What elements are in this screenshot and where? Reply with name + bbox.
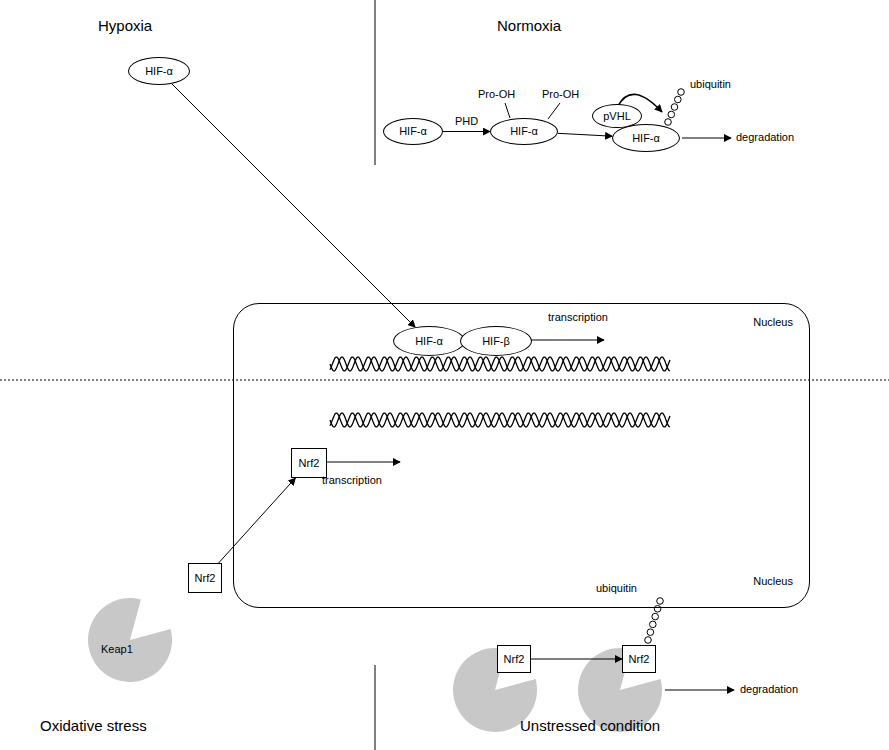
annotation-label: degradation <box>736 131 794 143</box>
ubiquitin-chain <box>645 598 664 644</box>
ubiquitin-bead <box>645 637 652 644</box>
edge-label: PHD <box>453 115 480 127</box>
leader-line <box>548 103 560 119</box>
transcription-arrow <box>531 340 604 341</box>
degradation-arrow <box>682 138 731 139</box>
node-text: HIF-α <box>415 335 443 347</box>
section-title: Unstressed condition <box>520 718 660 735</box>
node-text: HIF-α <box>632 132 660 144</box>
dna-strand <box>330 413 670 427</box>
node-text: Nucleus <box>753 575 793 587</box>
protein-box: Nrf2 <box>622 645 656 673</box>
transcription-arrow <box>327 462 400 463</box>
section-title: Oxidative stress <box>40 718 147 735</box>
dna-strand <box>330 413 670 427</box>
arrow-connector <box>443 131 490 132</box>
node-text: Keap1 <box>101 643 133 655</box>
ellipse-node: HIF-α <box>490 118 558 145</box>
divider-line <box>375 665 376 750</box>
dna-strand <box>330 357 670 371</box>
arrow-connector <box>219 478 296 563</box>
keap1-shape: Keap1 <box>87 597 173 683</box>
arrow-connector <box>531 659 622 660</box>
ellipse-node: HIF-α <box>128 57 190 85</box>
keap1-shape <box>87 597 173 683</box>
ellipse-node: HIF-β <box>460 326 532 356</box>
ellipse-node: HIF-α <box>612 124 680 152</box>
dotted-divider <box>0 380 889 381</box>
annotation-label: Pro-OH <box>478 88 515 100</box>
ubiquitin-bead <box>654 606 661 613</box>
node-text: HIF-β <box>482 335 510 347</box>
ubiquitin-bead <box>647 629 654 636</box>
ubiquitin-bead <box>675 96 682 103</box>
section-title: Normoxia <box>497 18 561 35</box>
node-text: HIF-α <box>399 125 427 137</box>
node-text: Nrf2 <box>195 572 216 584</box>
node-text: HIF-α <box>145 65 173 77</box>
ubiquitin-bead <box>665 119 672 126</box>
dna-strand <box>330 357 670 371</box>
ellipse-node: HIF-α <box>393 326 465 356</box>
ellipse-node: HIF-α <box>383 118 443 145</box>
annotation-label: ubiquitin <box>596 582 637 594</box>
dna-helix <box>330 357 670 427</box>
annotation-label: transcription <box>548 311 608 323</box>
node-text: Nrf2 <box>629 653 650 665</box>
annotation-label: degradation <box>740 683 798 695</box>
leader-line <box>505 103 510 118</box>
node-text: Nrf2 <box>299 457 320 469</box>
nucleus-region: NucleusNucleusHIF-αHIF-βNrf2 <box>233 303 810 608</box>
ubiquitin-bead <box>652 613 659 620</box>
section-title: Hypoxia <box>98 18 152 35</box>
protein-box: Nrf2 <box>497 645 531 673</box>
arrow-connector <box>172 84 415 327</box>
node-text: pVHL <box>603 110 631 122</box>
ubiquitin-chain <box>665 89 685 126</box>
node-text: Nucleus <box>753 316 793 328</box>
keap1-body <box>88 598 172 682</box>
ubiquitin-bead <box>678 89 685 96</box>
protein-box: Nrf2 <box>188 563 222 593</box>
ubiquitin-bead <box>671 104 678 111</box>
degradation-arrow <box>665 690 734 691</box>
node-text: HIF-α <box>510 125 538 137</box>
ubiquitin-bead <box>668 111 675 118</box>
node-text: Nrf2 <box>504 653 525 665</box>
ubiquitin-bead <box>650 621 657 628</box>
ubiquitin-bead <box>657 598 664 605</box>
arrow-connector <box>558 133 613 136</box>
ellipse-node: pVHL <box>592 104 642 128</box>
annotation-label: transcription <box>322 474 382 486</box>
annotation-label: ubiquitin <box>690 78 731 90</box>
divider-line <box>375 0 376 165</box>
annotation-label: Pro-OH <box>542 88 579 100</box>
protein-box: Nrf2 <box>291 448 327 478</box>
